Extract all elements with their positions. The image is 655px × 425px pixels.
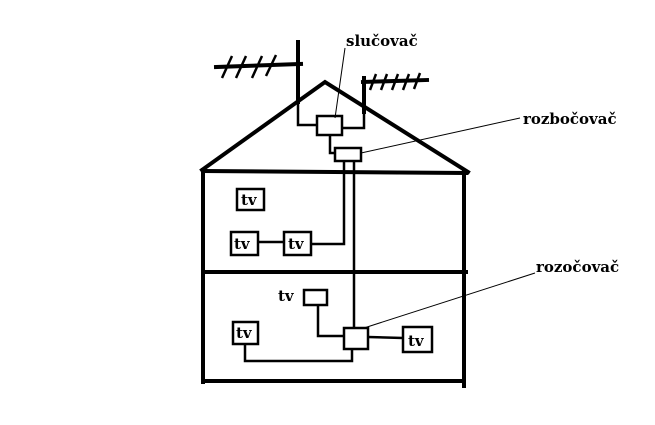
antenna-right-element-3 bbox=[390, 73, 400, 91]
splitter-bottom-box bbox=[342, 326, 370, 351]
antenna-right-element-2 bbox=[379, 73, 389, 91]
tv-lower-right-box bbox=[401, 325, 434, 354]
roof bbox=[199, 79, 471, 175]
cable-splitter-to-lower-left-tv bbox=[243, 344, 354, 363]
lower-floor: tv tv tv bbox=[231, 287, 434, 363]
attic-cables bbox=[296, 100, 366, 155]
antenna-left bbox=[213, 40, 304, 104]
splitter-bottom-leader-line bbox=[363, 272, 536, 329]
tv-lower-left-box bbox=[231, 320, 260, 346]
combiner-leader-line bbox=[334, 47, 346, 119]
upper-floor: tv tv tv bbox=[229, 187, 313, 257]
antenna-right-element-1 bbox=[368, 73, 378, 91]
splitter-bottom-label: rozočovač bbox=[536, 258, 619, 276]
cable-splitter-to-small-box bbox=[316, 304, 344, 338]
antenna-left-element-1 bbox=[220, 55, 234, 79]
tv-upper-left-label: tv bbox=[234, 235, 251, 253]
callouts: slučovač rozbočovač rozočovač bbox=[334, 32, 619, 329]
riser-cables bbox=[309, 161, 356, 330]
tv-upper-middle-box bbox=[282, 230, 313, 257]
riser-to-upper-floor bbox=[309, 161, 346, 246]
combiner-box bbox=[315, 114, 344, 137]
splitter-top-label: rozbočovač bbox=[523, 110, 617, 128]
splitter-top-box bbox=[333, 146, 363, 163]
antenna-left-element-4 bbox=[264, 54, 278, 77]
antenna-right-element-4 bbox=[401, 73, 411, 91]
antenna-left-element-3 bbox=[250, 55, 264, 79]
cable-right-antenna-to-combiner bbox=[342, 110, 366, 130]
house-outline bbox=[199, 79, 471, 388]
tv-lower-small-box bbox=[302, 288, 329, 307]
tv-lower-right-label: tv bbox=[408, 332, 425, 350]
tv-upper-middle-label: tv bbox=[288, 235, 305, 253]
cable-combiner-to-splitter bbox=[328, 135, 335, 155]
tv-lower-small-label: tv bbox=[278, 287, 295, 305]
cable-splitter-to-lower-right-tv bbox=[367, 335, 404, 340]
combiner-label: slučovač bbox=[346, 32, 418, 50]
antenna-right-element-5 bbox=[412, 72, 422, 90]
tv-upper-left-box bbox=[229, 230, 260, 257]
tv-upper-top-label: tv bbox=[241, 191, 258, 209]
antenna-left-element-2 bbox=[234, 55, 248, 79]
attic-floor bbox=[200, 168, 469, 176]
tv-lower-left-label: tv bbox=[236, 324, 253, 342]
tv-upper-top-box bbox=[235, 187, 266, 212]
splitter-top-leader-line bbox=[360, 117, 521, 154]
cable-left-antenna-to-combiner bbox=[296, 100, 317, 127]
antenna-right bbox=[360, 72, 430, 114]
